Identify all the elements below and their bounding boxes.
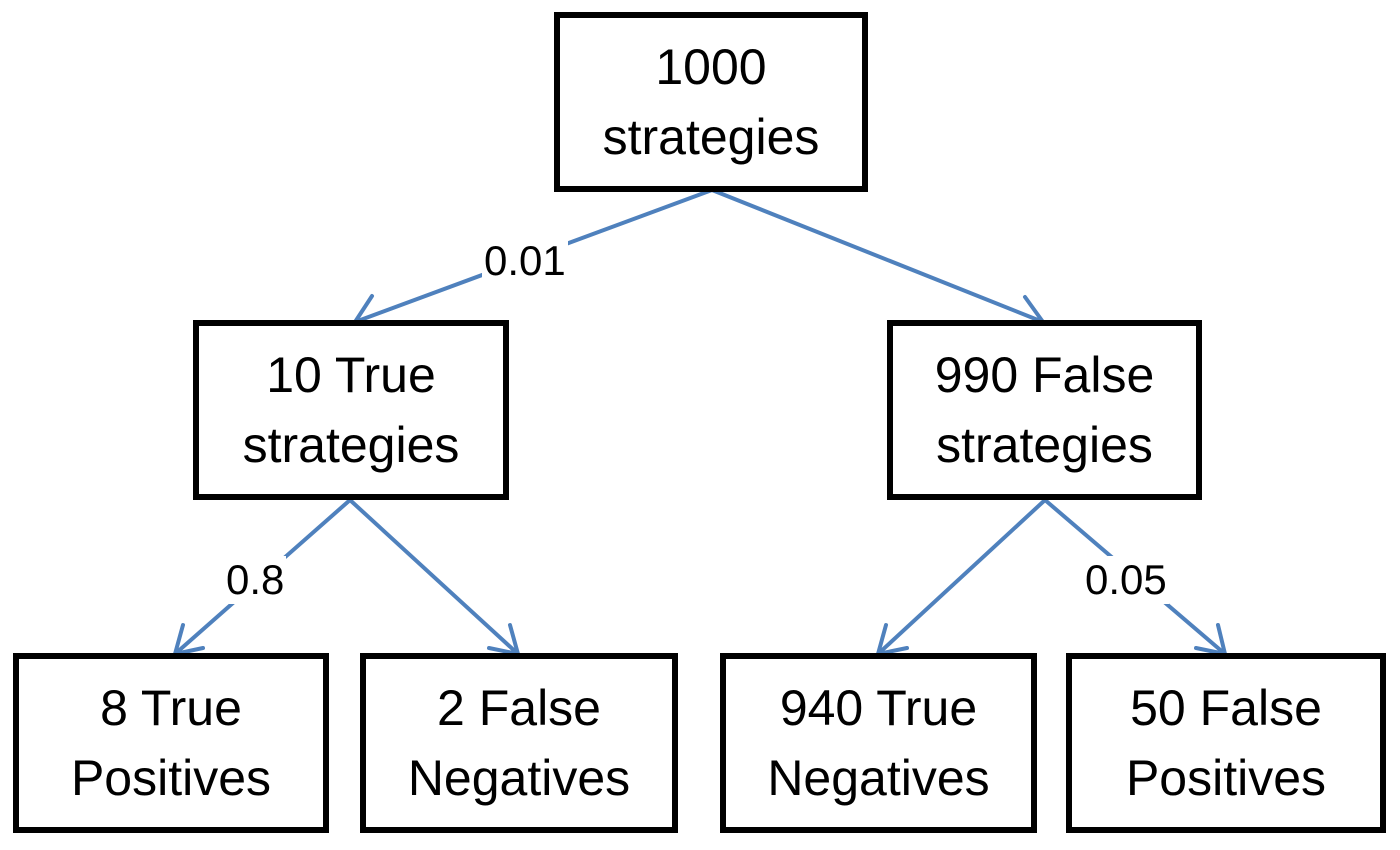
edge-label-0-8: 0.8 [224, 556, 287, 604]
node-line-1: 1000 [655, 39, 767, 95]
edge-true-to-false-negatives [348, 498, 520, 656]
node-line-2: Negatives [767, 750, 990, 806]
node-8-true-positives: 8 True Positives [13, 653, 329, 833]
edge-root-to-false-strategies [710, 188, 1045, 324]
node-line-1: 50 False [1130, 680, 1322, 736]
node-line-2: Negatives [407, 750, 631, 806]
node-line-2: strategies [242, 417, 460, 473]
edge-label-0-01: 0.01 [482, 237, 568, 285]
node-line-2: Positives [70, 750, 272, 806]
node-line-2: strategies [602, 109, 820, 165]
node-line-1: 8 True [100, 680, 242, 736]
node-line-2: Positives [1125, 750, 1327, 806]
node-990-false-strategies: 990 False strategies [887, 320, 1202, 500]
node-line-2: strategies [936, 417, 1153, 473]
edge-false-to-true-negatives [876, 498, 1047, 656]
node-1000-strategies: 1000 strategies [554, 12, 868, 192]
node-line-1: 990 False [934, 347, 1155, 403]
node-line-1: 10 True [266, 347, 436, 403]
node-50-false-positives: 50 False Positives [1066, 653, 1386, 833]
node-940-true-negatives: 940 True Negatives [720, 653, 1037, 833]
node-line-1: 2 False [437, 680, 601, 736]
edge-label-0-05: 0.05 [1083, 556, 1169, 604]
node-2-false-negatives: 2 False Negatives [360, 653, 678, 833]
node-10-true-strategies: 10 True strategies [193, 320, 509, 500]
node-line-1: 940 True [779, 680, 978, 736]
